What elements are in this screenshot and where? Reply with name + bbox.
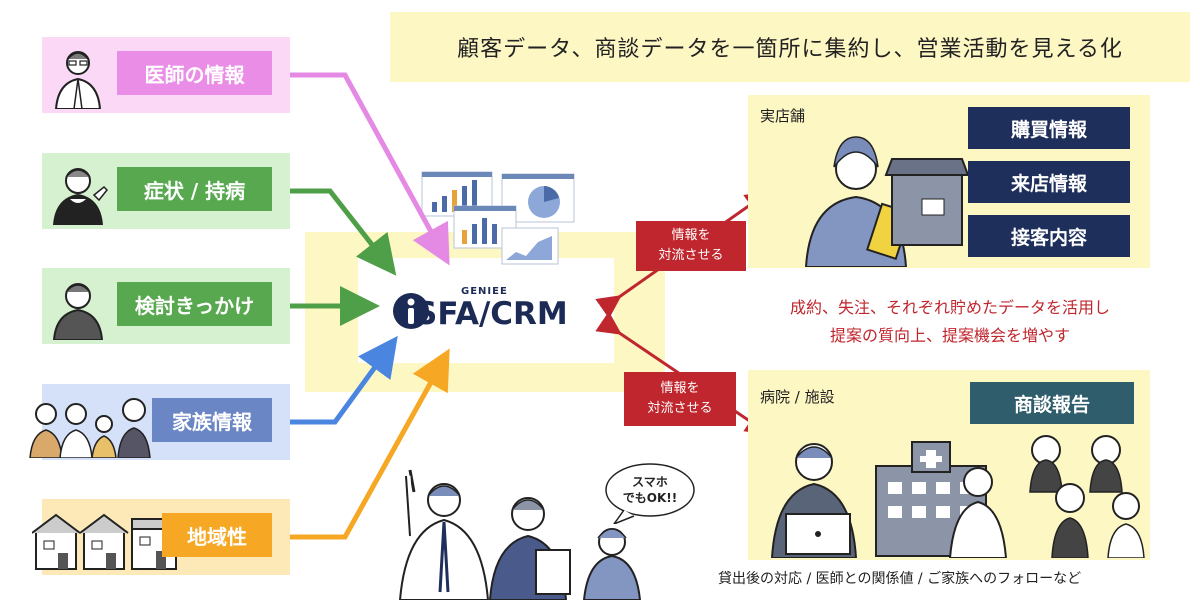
benefit-message: 成約、失注、それぞれ貯めたデータを活用し 提案の質向上、提案機会を増やす xyxy=(730,294,1170,350)
source-doctor-label-text: 医師の情報 xyxy=(144,62,245,87)
source-family-label-text: 家族情報 xyxy=(172,409,252,434)
hospital-scene-icon xyxy=(766,422,1146,562)
arrow-symptoms xyxy=(290,188,397,276)
visit-info-text: 来店情報 xyxy=(1010,172,1087,195)
source-doctor-info: 医師の情報 xyxy=(42,37,290,113)
footer-note-text: 貸出後の対応 / 医師との関係値 / ご家族へのフォローなど xyxy=(718,571,1082,587)
hospital-title: 病院 / 施設 xyxy=(760,388,835,406)
hospital-panel: 病院 / 施設 商談報告 xyxy=(748,370,1150,560)
purchase-info-text: 購買情報 xyxy=(1010,118,1087,141)
headline-text: 顧客データ、商談データを一箇所に集約し、営業活動を見える化 xyxy=(457,37,1123,62)
speech-line1: スマホ xyxy=(632,475,668,489)
source-symptoms: 症状 / 持病 xyxy=(42,153,290,229)
source-trigger-label-text: 検討きっかけ xyxy=(134,293,255,318)
shop-clerk-icon xyxy=(788,125,970,271)
exchange-label-top: 情報を 対流させる xyxy=(636,221,746,271)
meeting-report-text: 商談報告 xyxy=(1013,393,1090,416)
service-content-text: 接客内容 xyxy=(1010,226,1087,249)
exchange-bottom-line1: 情報を xyxy=(660,381,700,396)
purchase-info-tag: 購買情報 xyxy=(968,107,1130,149)
meeting-report-tag: 商談報告 xyxy=(970,382,1134,424)
service-content-tag: 接客内容 xyxy=(968,215,1130,257)
exchange-top-line2: 対流させる xyxy=(658,248,724,263)
exchange-top-line1: 情報を xyxy=(671,228,711,243)
source-symptoms-label: 症状 / 持病 xyxy=(117,167,272,211)
arrow-region xyxy=(290,348,450,540)
source-region-label: 地域性 xyxy=(162,513,272,557)
source-region: 地域性 xyxy=(31,499,290,575)
exchange-bottom-line2: 対流させる xyxy=(647,401,713,416)
source-region-label-text: 地域性 xyxy=(187,524,247,549)
footer-note: 貸出後の対応 / 医師との関係値 / ご家族へのフォローなど xyxy=(718,568,1081,588)
headline-banner: 顧客データ、商談データを一箇所に集約し、営業活動を見える化 xyxy=(390,12,1190,82)
benefit-line2: 提案の質向上、提案機会を増やす xyxy=(829,326,1070,345)
arrow-doctor xyxy=(290,72,450,266)
benefit-line1: 成約、失注、それぞれ貯めたデータを活用し xyxy=(789,298,1110,317)
store-panel: 実店舗 購買情報 来店情報 接客内容 xyxy=(748,95,1150,268)
arrow-family xyxy=(290,335,398,425)
source-family: 家族情報 xyxy=(29,384,290,460)
source-trigger: 検討きっかけ xyxy=(42,268,290,344)
source-trigger-label: 検討きっかけ xyxy=(117,282,272,326)
visit-info-tag: 来店情報 xyxy=(968,161,1130,203)
man-icon xyxy=(50,276,106,341)
elder-man-icon xyxy=(50,161,112,226)
houses-icon xyxy=(31,509,182,571)
source-family-label: 家族情報 xyxy=(152,398,272,442)
family-icon xyxy=(26,392,166,459)
brand-main: SFA/CRM xyxy=(415,296,568,332)
source-symptoms-label-text: 症状 / 持病 xyxy=(143,178,246,203)
sales-team-illustration xyxy=(380,450,650,604)
exchange-label-bottom: 情報を 対流させる xyxy=(624,372,736,426)
doctor-person-icon xyxy=(50,45,106,110)
source-doctor-label: 医師の情報 xyxy=(117,51,272,95)
speech-bubble: スマホ でもOK!! xyxy=(604,462,696,524)
store-title: 実店舗 xyxy=(760,107,806,125)
speech-line2: でもOK!! xyxy=(622,491,678,505)
brand-small: GENIEE xyxy=(461,286,508,297)
geniee-logo-icon xyxy=(392,290,430,334)
dashboard-charts-icon xyxy=(418,168,578,272)
